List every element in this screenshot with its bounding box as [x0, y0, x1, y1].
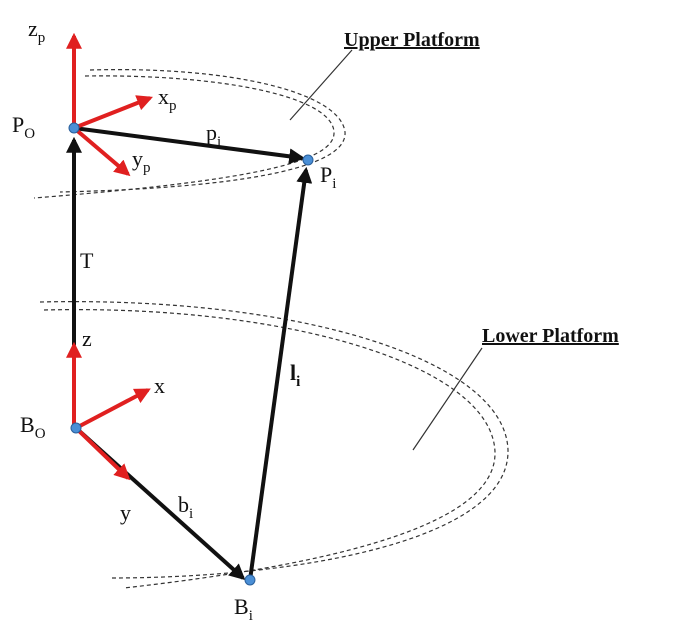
vector-li: [248, 166, 313, 581]
axis-xp: [73, 95, 153, 130]
label-x: x: [154, 373, 165, 398]
lower-platform-outline: [39, 301, 509, 589]
label-z: z: [82, 326, 92, 351]
label-zp: zp: [28, 16, 45, 46]
label-li: li: [290, 360, 300, 390]
label-yp: yp: [132, 146, 151, 176]
joint-Pi: [302, 154, 314, 166]
axis-x: [75, 388, 151, 430]
label-pi: pi: [206, 120, 221, 150]
label-bi: bi: [178, 492, 193, 522]
label-T: T: [80, 248, 94, 273]
label-Pi: Pi: [320, 162, 336, 192]
axis-y: [74, 426, 131, 481]
joint-Bi: [244, 574, 256, 586]
label-Bi: Bi: [234, 594, 253, 624]
lower-platform-title: Lower Platform: [482, 325, 619, 347]
lower-platform-leader: [412, 347, 483, 451]
label-xp: xp: [158, 84, 177, 114]
axis-yp: [72, 126, 131, 177]
upper-platform-leader: [289, 49, 353, 121]
upper-platform-title: Upper Platform: [344, 29, 480, 51]
joint-Po: [68, 122, 80, 134]
label-Bo: BO: [20, 412, 46, 442]
joint-Bo: [70, 422, 82, 434]
label-y: y: [120, 500, 131, 525]
vector-pi: [73, 126, 306, 165]
label-Po: PO: [12, 112, 35, 142]
upper-platform-outline: [33, 69, 346, 199]
